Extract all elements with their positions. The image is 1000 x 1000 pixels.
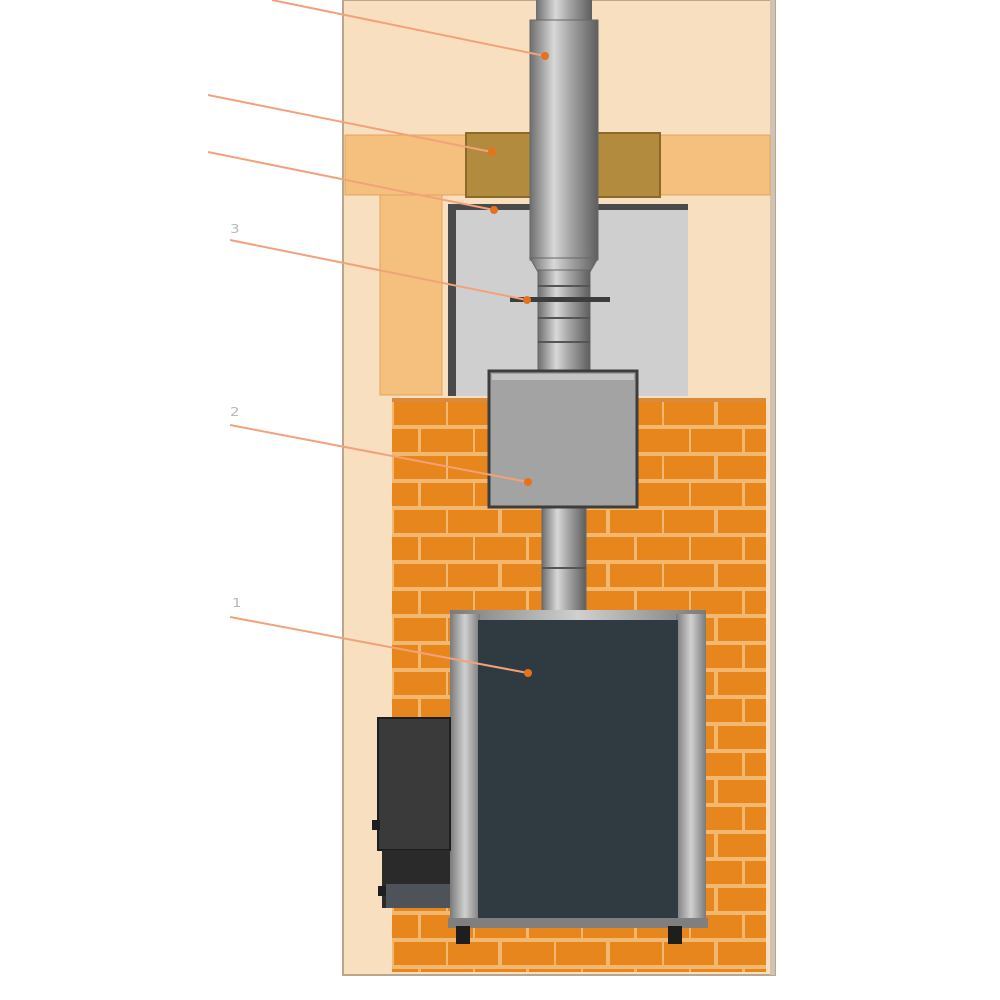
firebox-door: [372, 717, 451, 908]
callout-dot-chimney-joint: [523, 296, 531, 304]
leader-line-chimney-pipe: [271, 0, 546, 57]
callout-dot-brick-screen: [524, 478, 532, 486]
callout-dots: [488, 52, 549, 677]
sauna-stove: [448, 610, 708, 944]
leader-line-stove: [229, 616, 529, 674]
convector-box: [487, 369, 639, 509]
callout-number-3: 3: [230, 221, 240, 237]
pipe-joint-clamp: [510, 297, 610, 302]
leader-line-brick-screen: [229, 424, 529, 483]
leader-line-ceiling-pass-box: [207, 94, 493, 153]
callout-dot-stove: [524, 669, 532, 677]
callout-number-1: 1: [232, 595, 242, 611]
callout-dot-ceiling-pass-edge: [490, 206, 498, 214]
chimney-pipe: [529, 0, 599, 614]
callout-leaders: [207, 0, 546, 674]
callout-number-2: 2: [230, 404, 240, 420]
leader-line-ceiling-pass-edge: [207, 151, 495, 211]
leader-line-chimney-joint: [229, 239, 528, 301]
callout-dot-chimney-pipe: [541, 52, 549, 60]
callout-dot-ceiling-pass-box: [488, 148, 496, 156]
